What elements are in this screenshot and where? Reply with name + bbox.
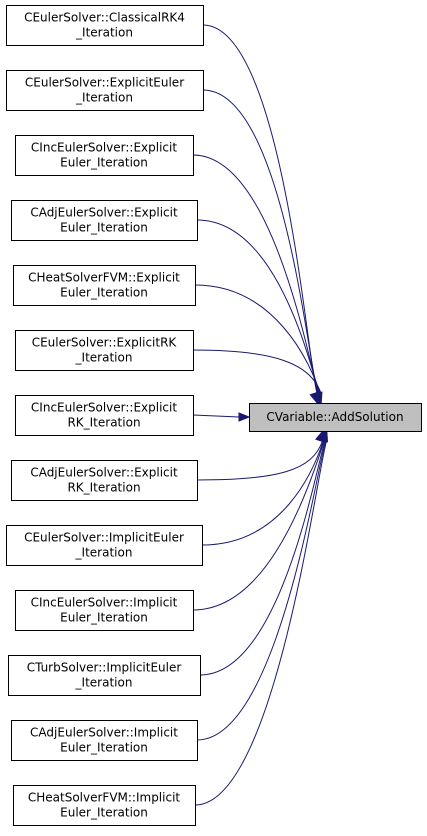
caller-node-label-line: Euler_Iteration xyxy=(60,221,148,235)
edge-line xyxy=(194,284,321,395)
caller-node-box xyxy=(6,525,203,566)
call-edge xyxy=(196,429,325,481)
caller-node-label-line: Euler_Iteration xyxy=(60,611,148,625)
edge-line xyxy=(192,349,322,395)
caller-node[interactable]: CHeatSolverFVM::ImplicitEuler_Iteration xyxy=(13,785,196,826)
caller-node-box xyxy=(13,785,196,826)
caller-node-label-line: CEulerSolver::ExplicitRK xyxy=(32,336,178,350)
caller-node-label-line: Euler_Iteration xyxy=(60,806,148,820)
edge-line xyxy=(196,439,327,741)
edge-line xyxy=(192,154,320,395)
caller-node-label-line: Euler_Iteration xyxy=(60,286,148,300)
caller-node-box xyxy=(15,395,194,436)
caller-node-label-line: CHeatSolverFVM::Explicit xyxy=(28,271,180,285)
call-edge xyxy=(199,429,327,676)
caller-node-label-line: CEulerSolver::ClassicalRK4 xyxy=(24,11,185,25)
caller-node[interactable]: CTurbSolver::ImplicitEuler_Iteration xyxy=(8,655,201,696)
caller-node-label-line: RK_Iteration xyxy=(67,481,140,495)
caller-node-label-line: CAdjEulerSolver::Explicit xyxy=(30,206,178,220)
caller-node-label-line: _Iteration xyxy=(75,351,133,365)
caller-node-label-line: CEulerSolver::ImplicitEuler xyxy=(24,531,184,545)
caller-node-label-line: _Iteration xyxy=(75,91,133,105)
caller-node[interactable]: CAdjEulerSolver::ImplicitEuler_Iteration xyxy=(11,720,198,761)
edge-line xyxy=(196,219,321,395)
call-edge xyxy=(192,429,326,611)
caller-node-label-line: CTurbSolver::ImplicitEuler xyxy=(27,661,182,675)
call-edge xyxy=(194,429,329,806)
caller-node[interactable]: CHeatSolverFVM::ExplicitEuler_Iteration xyxy=(13,265,196,306)
caller-node-label-line: CIncEulerSolver::Explicit xyxy=(31,401,177,415)
caller-node-box xyxy=(15,135,194,176)
caller-node-label-line: RK_Iteration xyxy=(67,416,140,430)
caller-node-label-line: _Iteration xyxy=(75,676,133,690)
caller-node-label-line: _Iteration xyxy=(75,546,133,560)
edges-layer xyxy=(192,24,329,806)
caller-node[interactable]: CEulerSolver::ExplicitRK_Iteration xyxy=(15,330,194,371)
caller-node[interactable]: CEulerSolver::ClassicalRK4_Iteration xyxy=(6,5,204,46)
edge-arrowhead xyxy=(313,391,323,405)
edge-arrowhead xyxy=(319,429,329,443)
nodes-layer: CEulerSolver::ClassicalRK4_IterationCEul… xyxy=(6,5,422,826)
call-edge xyxy=(196,219,321,405)
call-edge xyxy=(201,429,325,546)
edge-line xyxy=(202,24,318,395)
caller-node-box xyxy=(11,200,198,241)
caller-node[interactable]: CIncEulerSolver::ExplicitRK_Iteration xyxy=(15,395,194,436)
edge-line xyxy=(194,439,328,806)
edge-line xyxy=(192,414,240,418)
caller-node-label-line: CEulerSolver::ExplicitEuler xyxy=(25,76,184,90)
caller-node-box xyxy=(11,720,198,761)
caller-node[interactable]: CEulerSolver::ImplicitEuler_Iteration xyxy=(6,525,203,566)
caller-node[interactable]: CIncEulerSolver::ImplicitEuler_Iteration xyxy=(15,590,194,631)
caller-node-box xyxy=(6,70,204,111)
edge-line xyxy=(199,439,326,676)
caller-node-box xyxy=(15,590,194,631)
edge-arrowhead xyxy=(238,412,251,422)
call-edge xyxy=(202,24,319,405)
caller-node-label-line: CIncEulerSolver::Explicit xyxy=(31,141,177,155)
caller-node-label-line: Euler_Iteration xyxy=(60,741,148,755)
edge-line xyxy=(202,89,319,395)
caller-node-box xyxy=(13,265,196,306)
target-node-addsolution-box xyxy=(249,403,422,432)
call-edge xyxy=(202,89,320,405)
caller-node[interactable]: CAdjEulerSolver::ExplicitRK_Iteration xyxy=(11,460,198,501)
caller-node-label-line: CHeatSolverFVM::Implicit xyxy=(28,791,181,805)
target-node-addsolution-label-line: CVariable::AddSolution xyxy=(266,410,403,424)
caller-node-label-line: Euler_Iteration xyxy=(60,156,148,170)
call-edge xyxy=(192,412,251,422)
caller-node-label-line: CIncEulerSolver::Implicit xyxy=(31,596,178,610)
caller-node-box xyxy=(6,5,204,46)
caller-node-box xyxy=(8,655,201,696)
caller-node-box xyxy=(11,460,198,501)
caller-node-label-line: CAdjEulerSolver::Explicit xyxy=(30,466,178,480)
caller-node-label-line: _Iteration xyxy=(75,26,133,40)
caller-node-label-line: CAdjEulerSolver::Implicit xyxy=(30,726,178,740)
edge-line xyxy=(201,439,325,546)
target-node-addsolution[interactable]: CVariable::AddSolution xyxy=(249,403,422,432)
edge-line xyxy=(196,439,324,481)
caller-node[interactable]: CIncEulerSolver::ExplicitEuler_Iteration xyxy=(15,135,194,176)
caller-node[interactable]: CEulerSolver::ExplicitEuler_Iteration xyxy=(6,70,204,111)
call-edge xyxy=(192,349,323,405)
caller-node-box xyxy=(15,330,194,371)
edge-line xyxy=(192,439,325,611)
caller-node[interactable]: CAdjEulerSolver::ExplicitEuler_Iteration xyxy=(11,200,198,241)
